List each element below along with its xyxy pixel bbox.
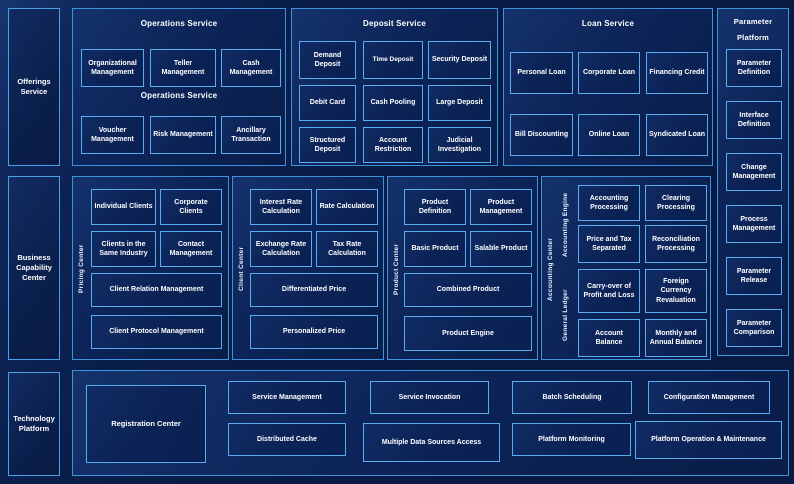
box-online-loan: Online Loan bbox=[578, 114, 640, 156]
box-carry-over-profit-loss: Carry-over of Profit and Loss bbox=[578, 269, 640, 313]
operations-service-subtitle: Operations Service bbox=[140, 91, 218, 100]
box-corporate-clients: Corporate Clients bbox=[160, 189, 222, 225]
loan-service-title: Loan Service bbox=[581, 19, 635, 28]
box-tax-rate-calculation: Tax Rate Calculation bbox=[316, 231, 378, 267]
box-batch-scheduling: Batch Scheduling bbox=[512, 381, 632, 414]
box-large-deposit: Large Deposit bbox=[428, 85, 491, 121]
box-clearing-processing: Clearing Processing bbox=[645, 185, 707, 221]
box-multiple-data-sources-access: Multiple Data Sources Access bbox=[363, 423, 500, 462]
box-clients-in-same-industry: Clients in the Same Industry bbox=[91, 231, 156, 267]
box-teller-management: Teller Management bbox=[150, 49, 216, 87]
box-cash-management: Cash Management bbox=[221, 49, 281, 87]
accounting-center-group: Accounting Center Accounting Engine Gene… bbox=[541, 176, 711, 360]
box-client-relation-management: Client Relation Management bbox=[91, 273, 222, 307]
product-center-vertical-label: Product Center bbox=[393, 243, 400, 295]
box-time-deposit: Time Deposit bbox=[363, 41, 423, 79]
parameter-platform-group: Parameter Platform Parameter Definition … bbox=[717, 8, 789, 356]
box-parameter-definition: Parameter Definition bbox=[726, 49, 782, 87]
pricing-center-vertical-label: Pricing Center bbox=[78, 244, 85, 294]
deposit-service-group: Deposit Service Demand Deposit Time Depo… bbox=[291, 8, 498, 166]
box-foreign-currency-revaluation: Foreign Currency Revaluation bbox=[645, 269, 707, 313]
box-basic-product: Basic Product bbox=[404, 231, 466, 267]
box-debit-card: Debit Card bbox=[299, 85, 356, 121]
box-bill-discounting: Bill Discounting bbox=[510, 114, 573, 156]
box-combined-product: Combined Product bbox=[404, 273, 532, 307]
technology-platform-rail-label: Technology Platform bbox=[8, 372, 60, 476]
client-center-vertical-label: Client Center bbox=[238, 246, 245, 292]
general-ledger-vertical-label: General Ledger bbox=[562, 289, 569, 341]
accounting-center-vertical-label: Accounting Center bbox=[547, 237, 554, 301]
box-distributed-cache: Distributed Cache bbox=[228, 423, 346, 456]
box-cash-pooling: Cash Pooling bbox=[363, 85, 423, 121]
box-account-balance: Account Balance bbox=[578, 319, 640, 357]
parameter-platform-title-line2: Platform bbox=[736, 33, 770, 42]
box-product-engine: Product Engine bbox=[404, 316, 532, 351]
box-price-and-tax-separated: Price and Tax Separated bbox=[578, 225, 640, 263]
box-contact-management: Contact Management bbox=[160, 231, 222, 267]
box-organizational-management: Organizational Management bbox=[81, 49, 144, 87]
client-center-group: Client Center Interest Rate Calculation … bbox=[232, 176, 384, 360]
box-financing-credit: Financing Credit bbox=[646, 52, 708, 94]
parameter-platform-title-line1: Parameter bbox=[733, 17, 773, 26]
box-platform-monitoring: Platform Monitoring bbox=[512, 423, 631, 456]
box-rate-calculation: Rate Calculation bbox=[316, 189, 378, 225]
box-product-management: Product Management bbox=[470, 189, 532, 225]
box-individual-clients: Individual Clients bbox=[91, 189, 156, 225]
box-differentiated-price: Differentiated Price bbox=[250, 273, 378, 307]
box-corporate-loan: Corporate Loan bbox=[578, 52, 640, 94]
box-service-invocation: Service Invocation bbox=[370, 381, 489, 414]
box-configuration-management: Configuration Management bbox=[648, 381, 770, 414]
box-process-management: Process Management bbox=[726, 205, 782, 243]
product-center-group: Product Center Product Definition Produc… bbox=[387, 176, 538, 360]
box-parameter-comparison: Parameter Comparison bbox=[726, 309, 782, 347]
box-product-definition: Product Definition bbox=[404, 189, 466, 225]
offerings-service-rail-label: Offerings Service bbox=[8, 8, 60, 166]
box-voucher-management: Voucher Management bbox=[81, 116, 144, 154]
box-interest-rate-calculation: Interest Rate Calculation bbox=[250, 189, 312, 225]
pricing-center-group: Pricing Center Individual Clients Corpor… bbox=[72, 176, 229, 360]
box-reconciliation-processing: Reconciliation Processing bbox=[645, 225, 707, 263]
box-parameter-release: Parameter Release bbox=[726, 257, 782, 295]
business-capability-center-rail-label: Business Capability Center bbox=[8, 176, 60, 360]
box-platform-operation-maintenance: Platform Operation & Maintenance bbox=[635, 421, 782, 459]
operations-service-group: Operations Service Organizational Manage… bbox=[72, 8, 286, 166]
box-personalized-price: Personalized Price bbox=[250, 315, 378, 349]
box-monthly-annual-balance: Monthly and Annual Balance bbox=[645, 319, 707, 357]
technology-platform-group: Registration Center Service Management S… bbox=[72, 370, 789, 476]
box-registration-center: Registration Center bbox=[86, 385, 206, 463]
loan-service-group: Loan Service Personal Loan Corporate Loa… bbox=[503, 8, 713, 166]
box-accounting-processing: Accounting Processing bbox=[578, 185, 640, 221]
box-security-deposit: Security Deposit bbox=[428, 41, 491, 79]
box-judicial-investigation: Judicial Investigation bbox=[428, 127, 491, 163]
box-account-restriction: Account Restriction bbox=[363, 127, 423, 163]
box-change-management: Change Management bbox=[726, 153, 782, 191]
box-risk-management: Risk Management bbox=[150, 116, 216, 154]
box-syndicated-loan: Syndicated Loan bbox=[646, 114, 708, 156]
box-exchange-rate-calculation: Exchange Rate Calculation bbox=[250, 231, 312, 267]
box-salable-product: Salable Product bbox=[470, 231, 532, 267]
box-ancillary-transaction: Ancillary Transaction bbox=[221, 116, 281, 154]
box-client-protocol-management: Client Protocol Management bbox=[91, 315, 222, 349]
box-structured-deposit: Structured Deposit bbox=[299, 127, 356, 163]
box-service-management: Service Management bbox=[228, 381, 346, 414]
box-interface-definition: Interface Definition bbox=[726, 101, 782, 139]
box-personal-loan: Personal Loan bbox=[510, 52, 573, 94]
accounting-engine-vertical-label: Accounting Engine bbox=[562, 192, 569, 258]
deposit-service-title: Deposit Service bbox=[362, 19, 427, 28]
box-demand-deposit: Demand Deposit bbox=[299, 41, 356, 79]
operations-service-title: Operations Service bbox=[140, 19, 218, 28]
